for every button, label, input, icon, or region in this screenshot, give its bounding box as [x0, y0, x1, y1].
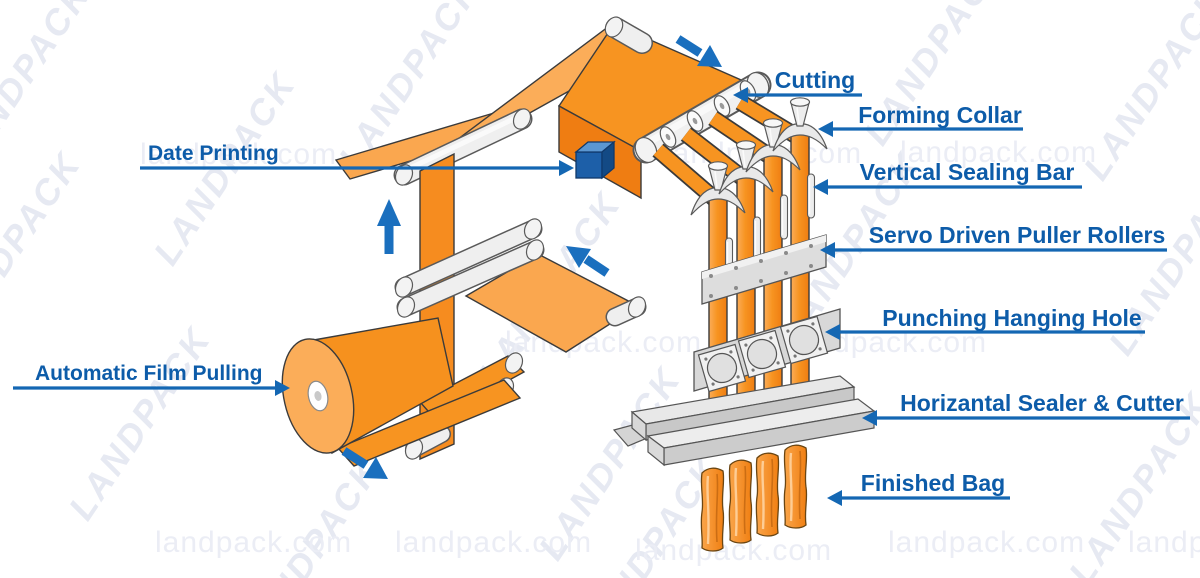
label-forming-collar: Forming Collar [818, 102, 1023, 137]
label-cutting: Cutting [733, 67, 862, 103]
label-automatic-film-pulling-text: Automatic Film Pulling [35, 362, 263, 385]
label-vertical-sealing-bar-text: Vertical Sealing Bar [860, 159, 1075, 185]
apex-roller [601, 13, 653, 54]
site-watermark: landpack.com [140, 138, 337, 171]
dancer-roller-1 [391, 215, 546, 301]
callout-labels: Date Printing Automatic Film Pulling Cut… [13, 67, 1190, 506]
site-watermark: landpack.com [900, 136, 1097, 169]
film-web-lower [281, 215, 650, 467]
label-date-printing-text: Date Printing [148, 142, 279, 165]
label-servo-driven-puller-rollers-text: Servo Driven Puller Rollers [869, 222, 1166, 248]
brand-watermark: LANDPACK [0, 144, 89, 352]
puller-roller-plate [701, 234, 827, 305]
flow-arrows [341, 35, 722, 479]
label-automatic-film-pulling: Automatic Film Pulling [13, 362, 290, 396]
label-finished-bag-text: Finished Bag [861, 470, 1005, 496]
label-vertical-sealing-bar: Vertical Sealing Bar [813, 159, 1082, 195]
label-forming-collar-text: Forming Collar [858, 102, 1022, 128]
vertical-sealing-bar [806, 173, 816, 219]
label-servo-driven-puller-rollers: Servo Driven Puller Rollers [820, 222, 1167, 258]
film-band-roll-exit [336, 379, 522, 467]
flow-arrow-up [377, 199, 401, 254]
date-printer-cube [574, 140, 616, 180]
label-punching-hanging-hole-text: Punching Hanging Hole [882, 305, 1141, 331]
brand-watermark: LANDPACK [60, 319, 219, 527]
label-date-printing: Date Printing [140, 142, 574, 176]
label-finished-bag: Finished Bag [827, 470, 1010, 506]
horizontal-sealer [612, 375, 876, 467]
site-watermark: landpack.com [888, 526, 1085, 559]
flow-arrow-down-right-top [675, 35, 722, 67]
site-watermark: landpack.com [1128, 526, 1200, 559]
finished-bag [700, 467, 725, 553]
label-horizontal-sealer-cutter-text: Horizantal Sealer & Cutter [900, 390, 1184, 416]
site-watermark: landpack.com [395, 526, 592, 559]
punch-die [779, 315, 829, 365]
film-web-upper [334, 13, 759, 461]
film-roll [281, 317, 454, 455]
dancer-roller-2 [393, 236, 548, 321]
site-watermark: landpack.com [155, 526, 352, 559]
bottom-guide-roller [401, 425, 451, 463]
punching-plate [693, 308, 841, 393]
label-horizontal-sealer-cutter: Horizantal Sealer & Cutter [862, 390, 1190, 426]
top-guide-roller [391, 105, 535, 189]
punch-die [737, 329, 787, 379]
finished-bag [728, 459, 753, 545]
flow-arrow-down-right-bottom [341, 447, 388, 479]
turn-roller [605, 293, 650, 327]
label-cutting-text: Cutting [775, 67, 855, 93]
punch-die [697, 343, 747, 393]
flow-arrow-up-left [566, 246, 610, 277]
plate-bolts [709, 244, 813, 298]
finished-bag [755, 452, 780, 538]
vertical-sealing-bar [779, 194, 789, 240]
label-punching-hanging-hole: Punching Hanging Hole [825, 305, 1145, 340]
finished-bag [783, 444, 808, 530]
